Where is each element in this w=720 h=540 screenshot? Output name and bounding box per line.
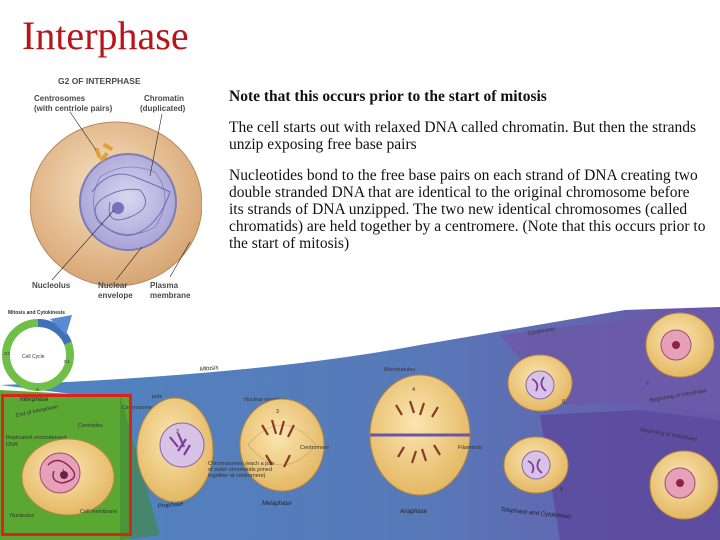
interphase-highlight-box xyxy=(1,394,132,536)
interphase-nucleolus-dot xyxy=(60,471,68,479)
pole-label: pole xyxy=(152,394,162,400)
step-6: 6 xyxy=(562,399,565,405)
g2-interphase-diagram: G2 OF INTERPHASE Centrosomes (with centr… xyxy=(30,76,202,300)
cell-cycle-diagram: M Cell Cycle G2 G1 S xyxy=(2,315,74,392)
telophase-dna-top xyxy=(531,376,547,392)
step-7: 7 xyxy=(646,381,649,387)
label-membrane: membrane xyxy=(150,291,191,300)
telophase-nucleus-top xyxy=(525,370,555,400)
cytokinesis-label: Cytokinesis xyxy=(527,326,556,337)
centrosome-label: Centrosome xyxy=(122,405,152,411)
step-4: 4 xyxy=(412,387,415,393)
chromosomes-label-1: Chromosomes (each a pair xyxy=(208,461,275,467)
anaphase-chromosomes xyxy=(395,400,441,464)
label-plasma: Plasma xyxy=(150,281,179,290)
replicated-label-sub: DNA xyxy=(6,442,18,448)
step-1: 1 xyxy=(62,469,65,475)
cycle-g2: G2 xyxy=(4,351,11,356)
chromosomes-label-3: together at centromere) xyxy=(208,473,266,479)
prophase-chromosomes xyxy=(169,432,191,456)
metaphase-cell xyxy=(239,398,325,492)
label-chromatin: Chromatin xyxy=(144,94,184,103)
label-nuclear-sub: envelope xyxy=(98,291,133,300)
chromatin-strands-2 xyxy=(93,166,166,235)
telophase-nucleus-bottom xyxy=(521,450,551,480)
prophase-label: Prophase xyxy=(158,501,185,510)
step-2: 2 xyxy=(176,429,179,435)
microtubules-label: Microtubules xyxy=(384,367,415,373)
label-centrosomes: Centrosomes xyxy=(34,94,86,103)
label-centrosomes-sub: (with centriole pairs) xyxy=(34,104,113,113)
telophase-dna-bottom xyxy=(527,458,543,474)
replicated-label: Replicated uncondensed xyxy=(6,435,67,441)
paragraph-chromatin: The cell starts out with relaxed DNA cal… xyxy=(229,119,697,153)
cycle-g1: G1 xyxy=(64,359,71,364)
mitosis-header: Mitosis and Cytokinesis xyxy=(8,310,65,316)
daughter-nucleolus-bottom xyxy=(676,479,684,487)
nucleolus-label: Nucleolus xyxy=(10,513,34,519)
nucleolus xyxy=(112,202,124,214)
centrioles-label: Centrioles xyxy=(78,423,103,429)
slide-title: Interphase xyxy=(22,13,189,58)
slide-text: Note that this occurs prior to the start… xyxy=(229,88,707,266)
metaphase-label: Metaphase xyxy=(262,501,292,507)
daughter-nucleolus-top xyxy=(672,341,680,349)
label-chromatin-sub: (duplicated) xyxy=(140,104,186,113)
chromosomes-label-2: of sister chromatids joined xyxy=(208,467,272,473)
label-nucleolus: Nucleolus xyxy=(32,281,71,290)
anaphase-label: Anaphase xyxy=(399,509,428,515)
centrosome-pair xyxy=(94,142,114,163)
note-text: Note that this occurs prior to the start… xyxy=(229,88,547,105)
cycle-m: M xyxy=(34,327,38,333)
step-5: 5 xyxy=(560,487,563,493)
metaphase-chromosomes xyxy=(261,419,295,468)
cycle-s: S xyxy=(36,387,39,392)
mitosis-label: Mitosis xyxy=(200,365,219,373)
interphase-dna xyxy=(47,459,76,484)
paragraph-replication: Nucleotides bond to the free base pairs … xyxy=(229,167,706,252)
step-3: 3 xyxy=(276,409,279,415)
nuclear-envelope-label: Nuclear envelope xyxy=(244,397,287,403)
metaphase-spindle xyxy=(247,424,317,466)
cycle-label: Cell Cycle xyxy=(22,354,45,360)
mitosis-cytokinesis-diagram: Mitosis and Cytokinesis M Cell Cycle G2 … xyxy=(0,305,720,540)
filaments-label: Filaments xyxy=(458,445,482,451)
label-nuclear: Nuclear xyxy=(98,281,127,290)
g2-heading: G2 OF INTERPHASE xyxy=(58,76,141,86)
interphase-label: Interphase xyxy=(20,397,49,403)
chromatin-strands xyxy=(91,173,171,236)
centromere-label: Centromere xyxy=(300,445,329,451)
cell-membrane-label: Cell membrane xyxy=(80,509,117,515)
